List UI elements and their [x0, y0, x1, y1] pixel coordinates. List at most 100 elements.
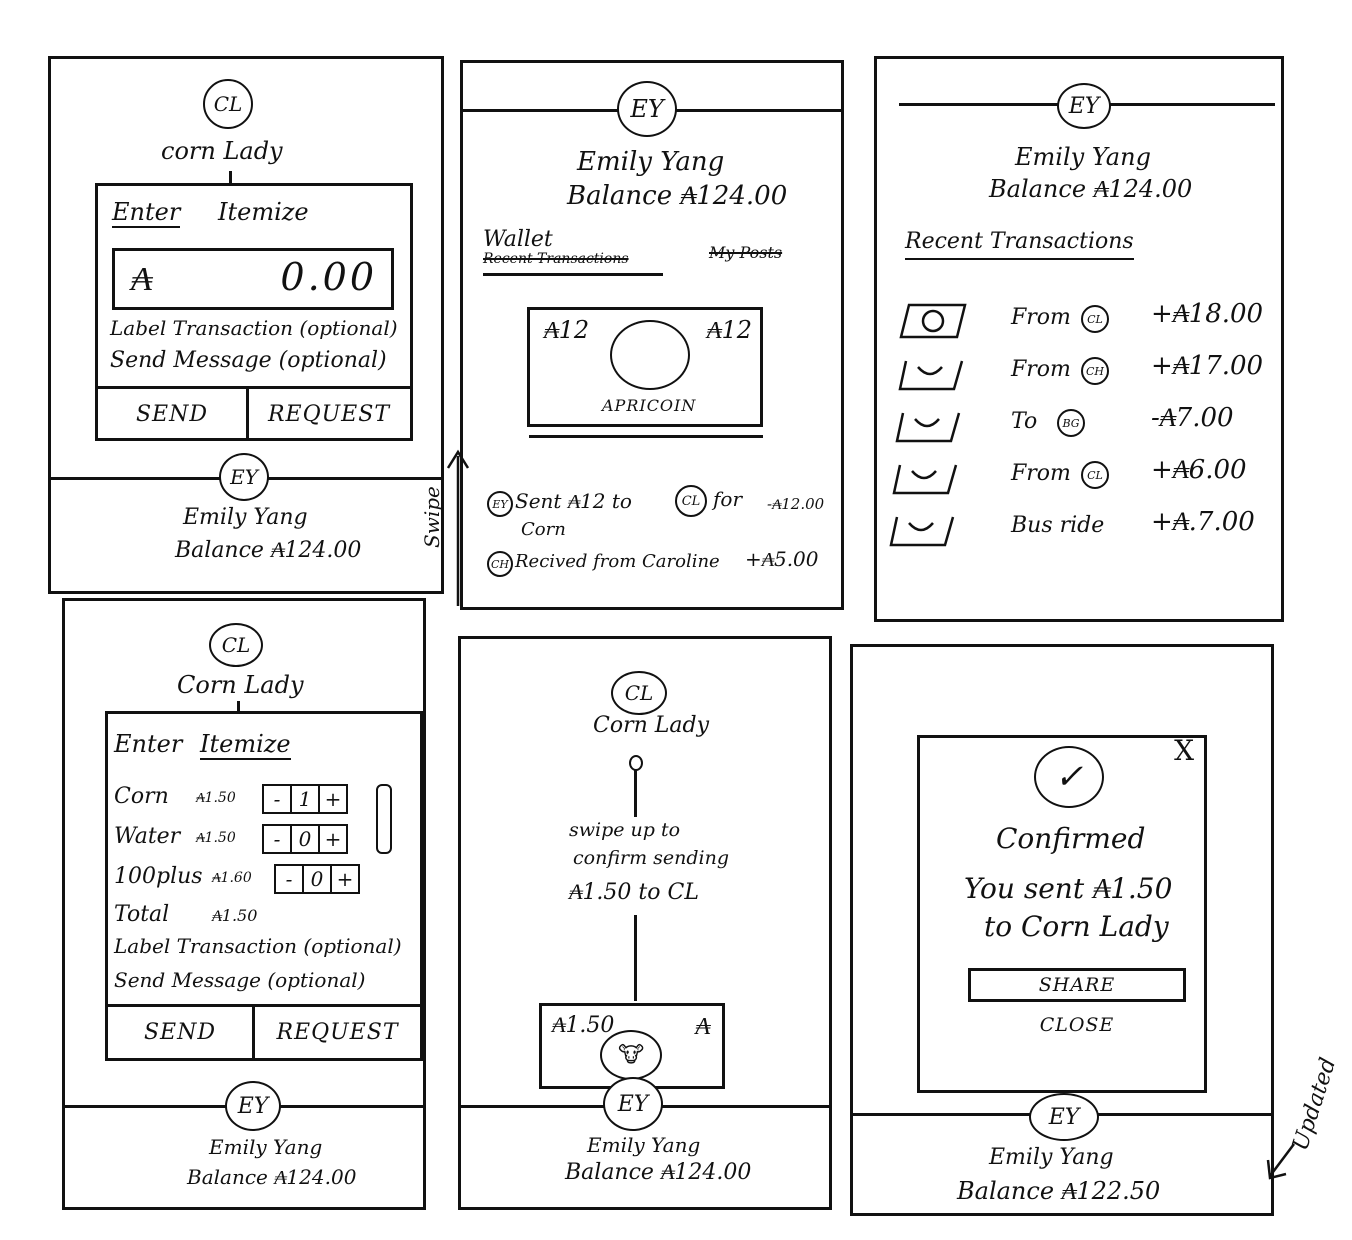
user-balance: Balance ₳124.00: [187, 1165, 357, 1189]
close-button[interactable]: CLOSE: [1039, 1014, 1115, 1036]
tx-avatar[interactable]: CH: [1081, 357, 1109, 385]
tx-amount: +₳18.00: [1151, 299, 1264, 329]
user-avatar[interactable]: EY: [617, 81, 677, 137]
coin-value-right: ₳: [695, 1012, 710, 1040]
decrement-button[interactable]: -: [264, 786, 292, 812]
send-message-link[interactable]: Send Message (optional): [114, 968, 366, 992]
tx-amount: +₳.7.00: [1151, 507, 1255, 537]
tx-avatar[interactable]: CL: [1081, 305, 1109, 333]
tab-itemize[interactable]: Itemize: [218, 198, 309, 226]
wallet-thumbnail-icon: [898, 360, 964, 391]
merchant-avatar[interactable]: CL: [209, 623, 263, 667]
user-avatar[interactable]: EY: [1057, 83, 1111, 129]
tx-avatar[interactable]: EY: [487, 491, 513, 517]
decrement-button[interactable]: -: [264, 826, 292, 852]
user-avatar[interactable]: EY: [225, 1081, 281, 1131]
user-name: Emily Yang: [209, 1135, 323, 1159]
confirmed-title: Confirmed: [996, 822, 1146, 855]
user-avatar[interactable]: EY: [219, 453, 269, 501]
tx-avatar[interactable]: CL: [1081, 461, 1109, 489]
confirmation-modal: X ✓ Confirmed You sent ₳1.50 to Corn Lad…: [917, 734, 1207, 1093]
total-label: Total: [114, 902, 170, 927]
wallet-thumbnail-icon: [892, 464, 958, 495]
user-avatar[interactable]: EY: [603, 1077, 663, 1131]
merchant-name: Corn Lady: [593, 713, 709, 738]
tx-label: From: [1011, 357, 1071, 382]
coin-value-left: ₳12: [544, 316, 590, 344]
quantity-value: 1: [292, 786, 320, 812]
swipe-track: [634, 915, 637, 1001]
tx-avatar[interactable]: BG: [1057, 409, 1085, 437]
divider: [252, 1004, 255, 1058]
item-name: Water: [114, 824, 181, 849]
increment-button[interactable]: +: [324, 827, 342, 851]
item-price: ₳1.50: [196, 830, 236, 846]
tx-description: Sent ₳12 to: [515, 489, 632, 513]
check-icon: ✓: [1034, 746, 1104, 808]
request-button[interactable]: REQUEST: [276, 1019, 399, 1045]
wallet-thumbnail-icon: [889, 516, 955, 547]
decrement-button[interactable]: -: [276, 866, 304, 892]
cow-emblem-icon: 🐮: [600, 1030, 662, 1080]
scrollbar[interactable]: [376, 784, 392, 854]
tab-my-posts-struck[interactable]: My Posts: [709, 243, 783, 262]
increment-button[interactable]: +: [324, 787, 342, 811]
merchant-avatar[interactable]: CL: [611, 671, 667, 715]
swipe-label: Swipe: [420, 486, 444, 548]
user-balance: Balance ₳124.00: [565, 1160, 752, 1185]
tx-amount: -₳12.00: [767, 495, 825, 513]
swipe-instruction-1: swipe up to: [569, 819, 681, 841]
user-balance: Balance ₳124.00: [989, 175, 1193, 203]
coin-card[interactable]: ₳1.50 ₳ 🐮: [539, 1003, 725, 1089]
apricoin-card[interactable]: ₳12 ₳12 APRICOIN: [527, 307, 763, 427]
total-value: ₳1.50: [212, 906, 258, 925]
user-balance: Balance ₳124.00: [175, 538, 362, 563]
amount-value: 0.00: [280, 255, 377, 299]
payment-card: Enter Itemize ₳ 0.00 Label Transaction (…: [95, 183, 413, 441]
tx-amount: +₳17.00: [1151, 351, 1264, 381]
swipe-instruction-3: ₳1.50 to CL: [569, 880, 699, 905]
itemize-card: Enter Itemize Corn₳1.50-1+Water₳1.50-0+1…: [105, 711, 423, 1061]
label-transaction-link[interactable]: Label Transaction (optional): [110, 316, 398, 340]
user-balance: Balance ₳124.00: [567, 181, 788, 211]
label-transaction-link[interactable]: Label Transaction (optional): [114, 934, 402, 958]
quantity-value: 0: [292, 826, 320, 852]
increment-button[interactable]: +: [336, 867, 354, 891]
send-button[interactable]: SEND: [135, 401, 209, 427]
user-name: Emily Yang: [989, 1145, 1114, 1170]
merchant-avatar[interactable]: CL: [203, 79, 253, 129]
quantity-value: 0: [304, 866, 332, 892]
wallet-thumbnail-icon: [895, 412, 961, 443]
user-name: Emily Yang: [577, 147, 725, 177]
connector: [229, 171, 232, 185]
tab-enter[interactable]: Enter: [112, 198, 181, 228]
recent-transactions-heading: Recent Transactions: [905, 229, 1134, 260]
quantity-stepper[interactable]: -1+: [262, 784, 348, 814]
close-x-icon[interactable]: X: [1174, 734, 1194, 767]
tx-amount: -₳7.00: [1151, 403, 1234, 433]
send-button[interactable]: SEND: [143, 1019, 217, 1045]
frame-3-recent-transactions: EY Emily Yang Balance ₳124.00 Recent Tra…: [874, 56, 1284, 622]
tab-recent-transactions-struck[interactable]: Recent Transactions: [483, 251, 629, 267]
amount-input[interactable]: ₳ 0.00: [112, 248, 394, 310]
share-button[interactable]: SHARE: [968, 968, 1186, 1002]
updated-arrow-icon: [1266, 1143, 1295, 1180]
tx-description: Recived from Caroline: [515, 551, 720, 572]
frame-6-confirmation: X ✓ Confirmed You sent ₳1.50 to Corn Lad…: [850, 644, 1274, 1216]
user-name: Emily Yang: [587, 1133, 701, 1157]
tab-itemize[interactable]: Itemize: [200, 730, 291, 760]
quantity-stepper[interactable]: -0+: [274, 864, 360, 894]
send-message-link[interactable]: Send Message (optional): [110, 348, 387, 373]
tx-avatar[interactable]: CH: [487, 551, 513, 577]
coin-value-left: ₳1.50: [552, 1013, 615, 1038]
request-button[interactable]: REQUEST: [267, 401, 390, 427]
currency-symbol: ₳: [131, 259, 152, 299]
tab-enter[interactable]: Enter: [114, 730, 183, 758]
divider: [98, 386, 410, 389]
user-balance: Balance ₳122.50: [957, 1177, 1161, 1205]
tab-wallet[interactable]: Wallet: [483, 227, 553, 252]
user-avatar[interactable]: EY: [1029, 1093, 1099, 1141]
coin-thumbnail-icon: [899, 303, 967, 339]
quantity-stepper[interactable]: -0+: [262, 824, 348, 854]
tx-recipient-avatar[interactable]: CL: [675, 485, 707, 517]
